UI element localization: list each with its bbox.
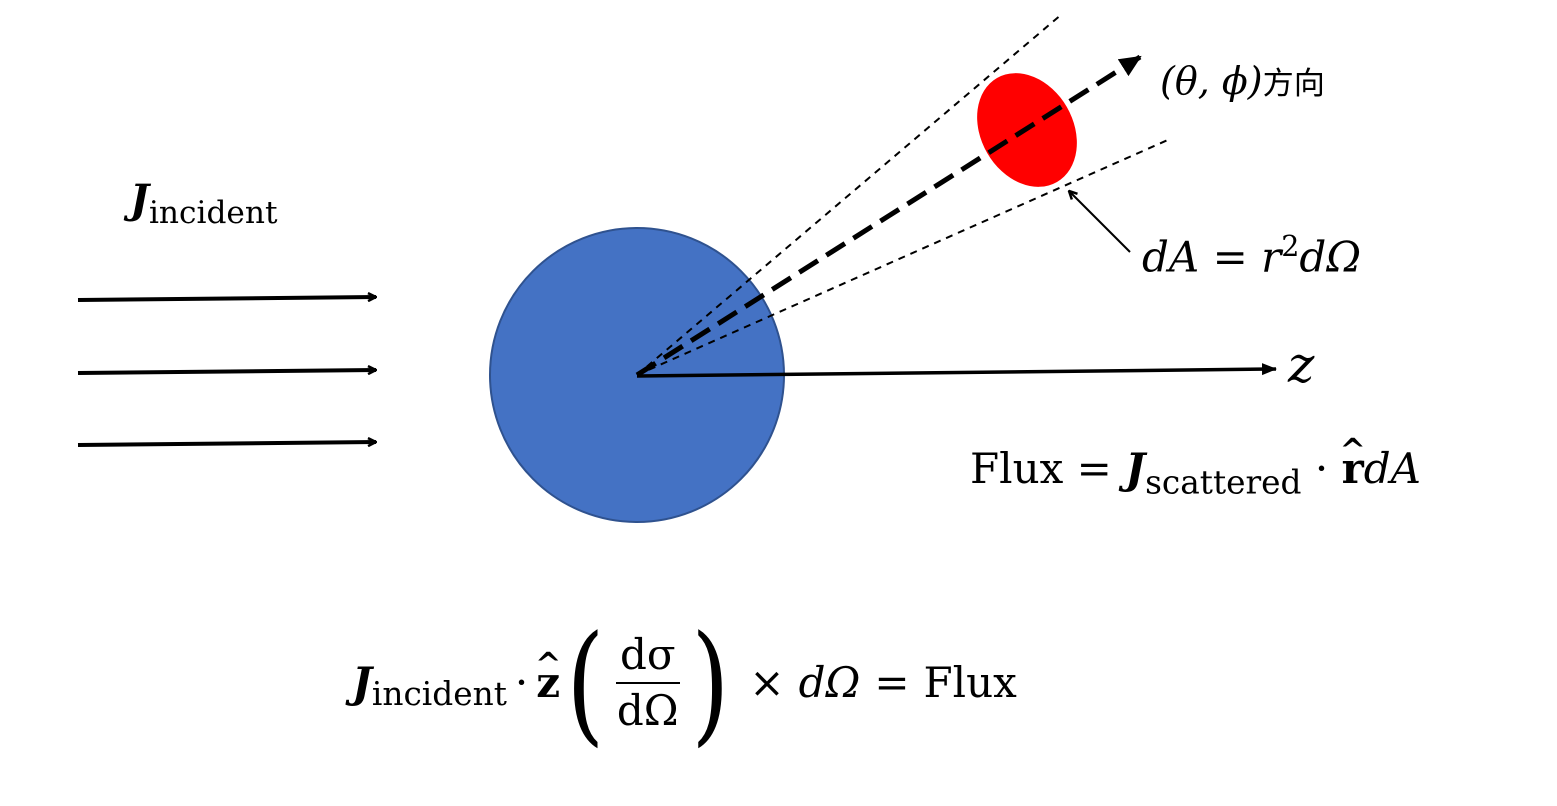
flux-unit-vector-r: r [1342,448,1364,490]
cross-section-equation: Jincident · z ( dσ dΩ ) × dΩ = Flux [352,618,1017,748]
incident-current-symbol: J [130,176,149,223]
area-pointer-arrow [1069,191,1131,253]
area-lhs: dA [1142,232,1200,282]
incident-beam-arrow-middle [77,370,376,373]
eq-domega: dΩ [798,658,861,708]
z-axis-label: z [1288,336,1315,394]
area-exponent: 2 [1281,229,1300,263]
flux-definition: Flux = Jscattered · rdA [970,448,1421,499]
area-equals: = [1212,232,1248,282]
direction-label: (θ, ϕ)方向 [1160,62,1325,100]
eq-rhs: Flux [923,658,1017,708]
eq-times: × [749,658,785,708]
flux-tail: dA [1363,444,1421,493]
direction-suffix: 方向 [1262,66,1325,102]
flux-lhs: Flux [970,444,1064,493]
incident-beam-arrow-bottom [77,442,376,445]
area-element-label: dA = r2dΩ [1142,232,1361,279]
area-r: r [1261,232,1282,282]
eq-close-paren: ) [690,607,730,759]
eq-equals: = [874,658,910,708]
scattering-direction-arrow [635,54,1142,378]
flux-current-subscript: scattered [1145,463,1302,502]
flux-dot: · [1314,444,1329,493]
cone-edge-lower [636,138,1171,376]
flux-current-symbol: J [1125,444,1146,493]
direction-coords: (θ, ϕ) [1160,59,1263,103]
z-axis-arrow [636,363,1277,378]
incident-current-label: Jincident [130,180,277,229]
cone-edge-upper [636,13,1063,376]
eq-current-subscript: incident [371,674,507,713]
eq-unit-vector-z: z [536,662,560,704]
eq-numerator: dσ [615,634,680,685]
eq-fraction: dσ dΩ [613,634,683,732]
area-domega: dΩ [1299,232,1362,282]
eq-current-symbol: J [352,658,372,708]
incident-current-subscript: incident [148,194,278,231]
incident-beam-arrow-top [77,297,376,300]
eq-denominator: dΩ [616,686,679,736]
flux-equals: = [1076,444,1112,493]
eq-dot: · [514,658,529,708]
eq-open-paren: ( [566,607,605,759]
